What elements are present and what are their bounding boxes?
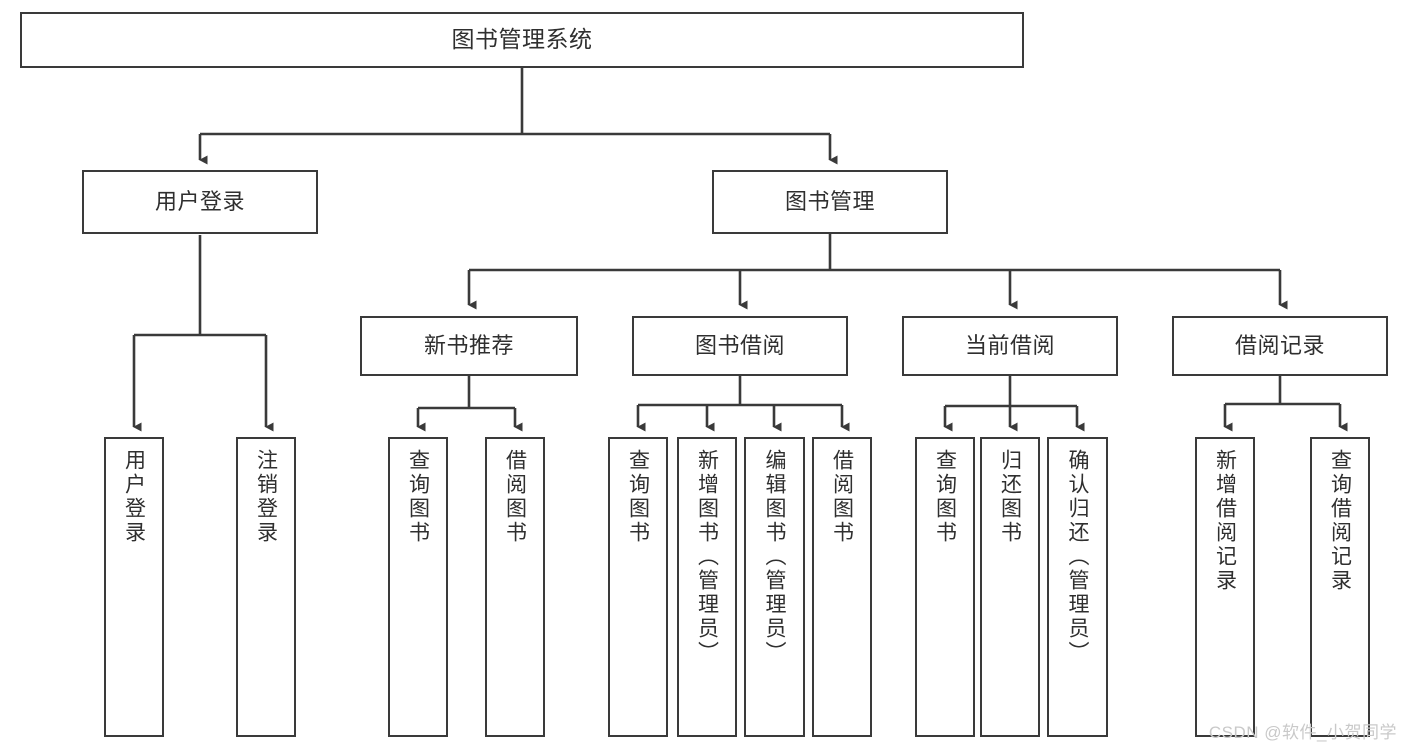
node-label: 新增图书（管理员） [695,449,719,665]
leaf-logout[interactable]: 注销登录 [236,437,296,737]
node-label: 图书借阅 [694,333,785,359]
node-borrow-record[interactable]: 借阅记录 [1172,316,1388,376]
node-label: 查询图书 [406,449,430,545]
node-label: 新增借阅记录 [1213,449,1237,593]
leaf-borrow-book[interactable]: 借阅图书 [812,437,872,737]
node-label: 新书推荐 [423,333,514,359]
node-root-library-system[interactable]: 图书管理系统 [20,12,1024,68]
node-label: 用户登录 [122,449,146,545]
node-label: 图书管理系统 [451,26,593,53]
node-label: 借阅图书 [830,449,854,545]
leaf-borrow-book-new[interactable]: 借阅图书 [485,437,545,737]
node-label: 用户登录 [154,189,245,215]
node-label: 图书管理 [784,189,875,215]
csdn-watermark: CSDN @软件_小贺同学 [1208,723,1397,742]
node-label: 查询图书 [933,449,957,545]
leaf-return-book[interactable]: 归还图书 [980,437,1040,737]
node-label: 编辑图书（管理员） [763,449,786,665]
leaf-query-book-borrow[interactable]: 查询图书 [608,437,668,737]
node-new-book-recommend[interactable]: 新书推荐 [360,316,578,376]
leaf-add-borrow-record[interactable]: 新增借阅记录 [1195,437,1255,737]
leaf-query-book-new[interactable]: 查询图书 [388,437,448,737]
leaf-add-book-admin[interactable]: 新增图书（管理员） [677,437,737,737]
node-label: 归还图书 [998,449,1022,545]
node-user-login[interactable]: 用户登录 [82,170,318,234]
node-current-borrow[interactable]: 当前借阅 [902,316,1118,376]
node-label: 借阅图书 [503,449,527,545]
leaf-query-borrow-record[interactable]: 查询借阅记录 [1310,437,1370,737]
node-book-management[interactable]: 图书管理 [712,170,948,234]
node-label: 注销登录 [254,449,278,545]
leaf-edit-book-admin[interactable]: 编辑图书（管理员） [744,437,805,737]
node-label: 确认归还（管理员） [1066,449,1089,665]
leaf-query-book-current[interactable]: 查询图书 [915,437,975,737]
leaf-confirm-return-admin[interactable]: 确认归还（管理员） [1047,437,1108,737]
node-label: 查询借阅记录 [1328,449,1352,593]
leaf-user-login[interactable]: 用户登录 [104,437,164,737]
node-label: 查询图书 [626,449,650,545]
node-label: 当前借阅 [964,333,1055,359]
node-book-borrow[interactable]: 图书借阅 [632,316,848,376]
node-label: 借阅记录 [1234,333,1325,359]
